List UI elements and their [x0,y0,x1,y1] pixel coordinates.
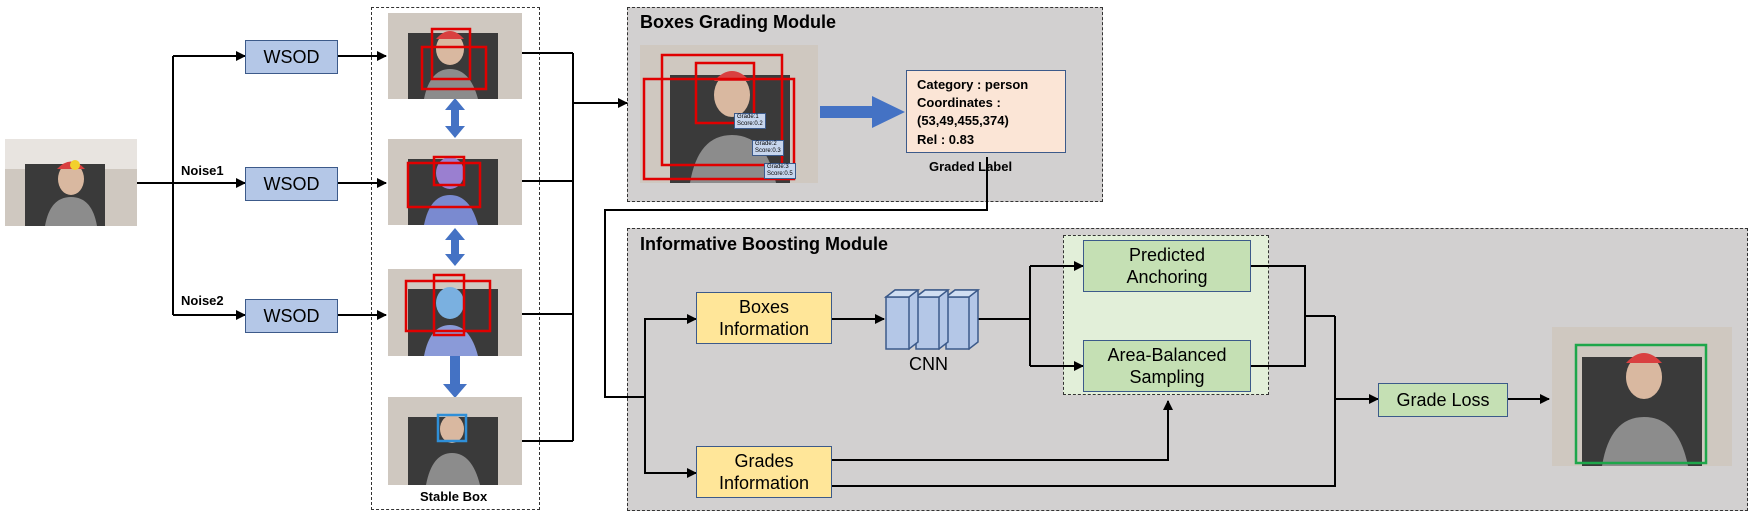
graded-label-box: Category : person Coordinates : (53,49,4… [906,70,1066,153]
stable-box-label: Stable Box [420,489,488,504]
noise2-label: Noise2 [181,293,224,308]
output-photo [1552,327,1732,466]
wsod-box-top: WSOD [245,40,338,74]
grading-photo: Grade:1 Score:0.2 Grade:2 Score:0.3 Grad… [640,45,818,183]
label-category: Category : person [917,77,1029,92]
score1-text: Score:0.2 [737,121,763,127]
wsod-box-noise1: WSOD [245,167,338,201]
grades-information-box: Grades Information [696,446,832,498]
stable-box-region [371,7,540,510]
input-photo [5,139,137,226]
blue-double-arrow-icon [445,228,465,266]
stable-photo [388,397,522,485]
noise1-label: Noise1 [181,163,224,178]
area-balanced-sampling-box: Area-Balanced Sampling [1083,340,1251,392]
boxes-information-box: Boxes Information [696,292,832,344]
boosting-module-title: Informative Boosting Module [640,234,889,254]
score3-text: Score:0.5 [767,171,793,177]
score2-text: Score:0.3 [755,148,781,154]
predicted-anchoring-box: Predicted Anchoring [1083,240,1251,292]
cnn-label: CNN [909,354,948,374]
blue-right-arrow-icon [820,96,905,128]
cnn-layers-icon [883,289,981,351]
label-coordinates-title: Coordinates : [917,95,1001,111]
label-rel: Rel : 0.83 [917,131,975,147]
grade1-text: Grade:1 [737,114,759,120]
detection-photo-3 [388,269,522,356]
wsod-box-noise2: WSOD [245,299,338,333]
grade2-text: Grade:2 [755,141,777,147]
detection-photo-1 [388,13,522,99]
blue-down-arrow-icon [443,356,467,398]
grade3-text: Grade:3 [767,164,789,170]
blue-double-arrow-icon [445,98,465,138]
graded-label-caption: Graded Label [929,159,1013,174]
label-coordinates-value: (53,49,455,374) [917,113,1009,129]
detection-photo-2 [388,139,522,225]
grade-loss-box: Grade Loss [1378,383,1508,417]
grading-module-title: Boxes Grading Module [640,12,837,32]
